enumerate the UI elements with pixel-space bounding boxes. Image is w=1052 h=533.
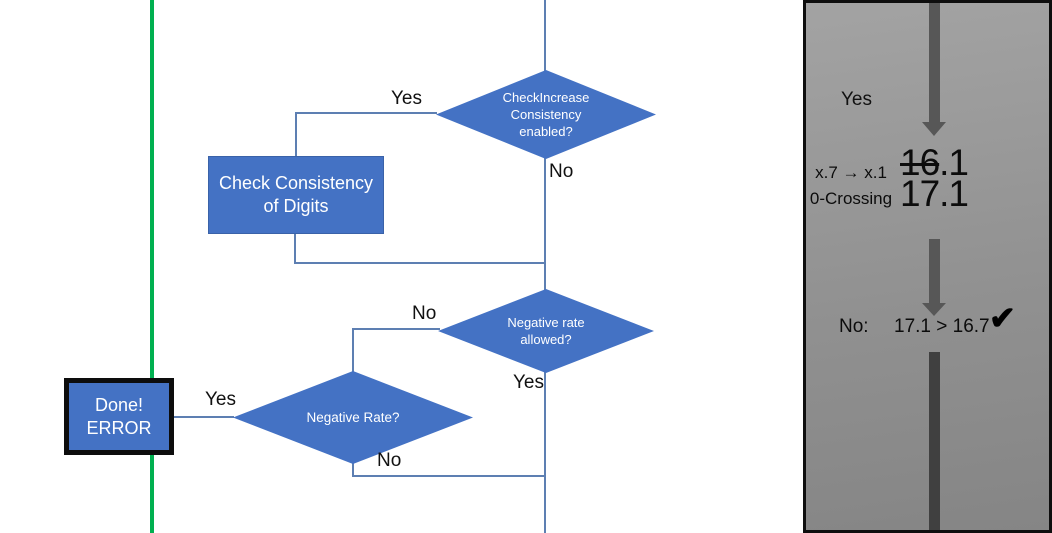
checkmark-icon: ✔ (989, 300, 1016, 336)
connector-no-bottom-down (352, 462, 354, 477)
connector-yes-down (295, 112, 297, 157)
decision-label-line: enabled? (519, 124, 573, 139)
result-comparison: 17.1 > 16.7 (894, 316, 990, 337)
process-check-consistency-of-digits: Check Consistency of Digits (208, 156, 384, 234)
connector-main-vertical-bottom (544, 371, 546, 533)
decision-label-line: Consistency (510, 107, 582, 122)
edge-label-yes-top: Yes (391, 88, 422, 109)
connector-bottom-join (352, 475, 546, 477)
connector-yes-horizontal (295, 112, 437, 114)
connector-main-vertical-mid (544, 158, 546, 290)
process-label-line: of Digits (263, 196, 329, 216)
connector-process-down (294, 233, 296, 264)
zero-crossing-rule-text: x.7 → x.1 0-Crossing (806, 160, 896, 212)
connector-process-join (294, 262, 546, 264)
rule-line-2: 0-Crossing (809, 189, 893, 208)
corrected-values: 16.1 17.1 (900, 144, 969, 214)
decision-label-line: allowed? (520, 332, 572, 347)
connector-top-vertical (544, 0, 546, 71)
decision-check-increase-consistency: CheckIncrease Consistency enabled? (436, 70, 656, 159)
green-divider-line (150, 0, 154, 533)
decision-negative-rate-allowed: Negative rate allowed? (438, 289, 654, 373)
rule-line-1: x.7 → x.1 (815, 163, 887, 182)
old-value-rest: .1 (939, 142, 969, 183)
decision-negative-rate: Negative Rate? (233, 371, 473, 464)
down-arrow-shaft-1 (929, 3, 940, 124)
new-value: 17.1 (900, 173, 969, 214)
connector-yes-to-done (173, 416, 234, 418)
down-bar-3 (929, 352, 940, 530)
edge-label-no-mid: No (412, 303, 437, 324)
edge-label-no-bottom: No (377, 450, 402, 471)
decision-label: Negative Rate? (306, 410, 400, 425)
connector-no-down (352, 328, 354, 373)
result-prefix: No: (839, 316, 869, 337)
edge-label-yes-mid: Yes (513, 372, 544, 393)
terminator-label-line: ERROR (86, 417, 152, 438)
connector-no-horizontal (352, 328, 440, 330)
edge-label-yes-done: Yes (205, 389, 236, 410)
process-label-line: Check Consistency (218, 173, 374, 193)
down-arrow-shaft-2 (929, 239, 940, 305)
edge-label-no-top: No (549, 161, 574, 182)
down-arrow-head-1-icon (922, 122, 946, 136)
terminator-label-line: Done! (94, 394, 144, 415)
panel-yes-label: Yes (841, 89, 872, 110)
decision-label-line: CheckIncrease (502, 90, 590, 105)
terminator-done-error: Done! ERROR (64, 378, 174, 455)
side-panel: Yes x.7 → x.1 0-Crossing 16.1 17.1 No: 1… (803, 0, 1052, 533)
decision-label-line: Negative rate (507, 315, 585, 330)
old-value-struck: 16 (900, 142, 940, 183)
down-arrow-head-2-icon (922, 303, 946, 316)
old-value: 16.1 (900, 144, 969, 181)
